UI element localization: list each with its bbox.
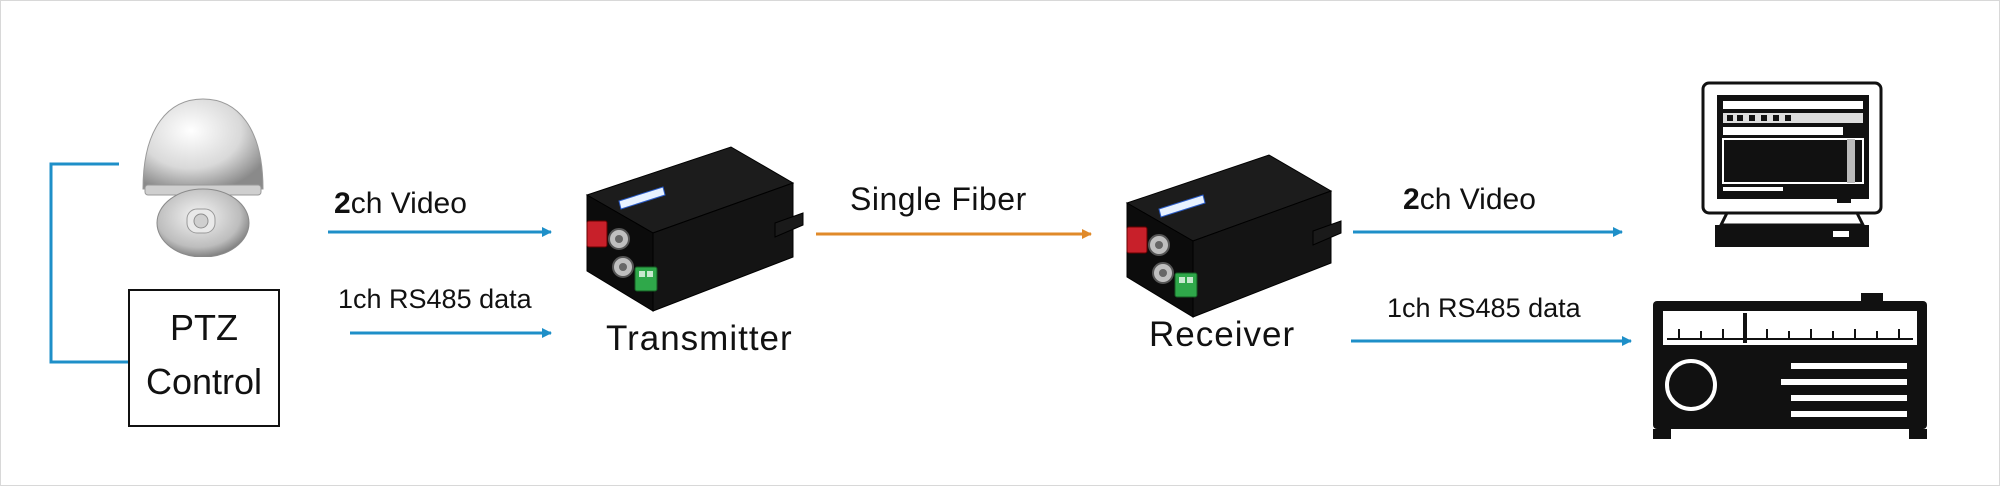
receiver-label: Receiver xyxy=(1149,315,1296,354)
left-video-ch: ch xyxy=(350,187,383,220)
left-video-word: Video xyxy=(390,187,467,220)
ptz-label: PTZ xyxy=(170,307,238,348)
dome-camera-icon xyxy=(142,98,264,257)
fiber-label: Single Fiber xyxy=(850,181,1027,217)
right-video-ch: ch xyxy=(1419,183,1452,216)
monitor-icon xyxy=(1701,81,1883,247)
right-video-label: 2ch Video xyxy=(1403,183,1536,217)
ptz-keyboard-icon xyxy=(1653,293,1927,439)
ptz-control-box: PTZ Control xyxy=(128,289,280,427)
transmitter-label: Transmitter xyxy=(606,319,793,358)
right-video-count: 2 xyxy=(1403,183,1420,216)
right-rs485-label: 1ch RS485 data xyxy=(1387,293,1581,323)
left-rs485-label: 1ch RS485 data xyxy=(338,284,532,314)
fiber-transmitter-icon xyxy=(585,146,804,312)
control-label: Control xyxy=(145,361,263,402)
left-video-label: 2ch Video xyxy=(334,187,467,221)
fiber-receiver-icon xyxy=(1125,154,1342,318)
right-video-word: Video xyxy=(1459,183,1536,216)
camera-ptz-link xyxy=(49,162,128,364)
left-video-count: 2 xyxy=(334,187,351,220)
